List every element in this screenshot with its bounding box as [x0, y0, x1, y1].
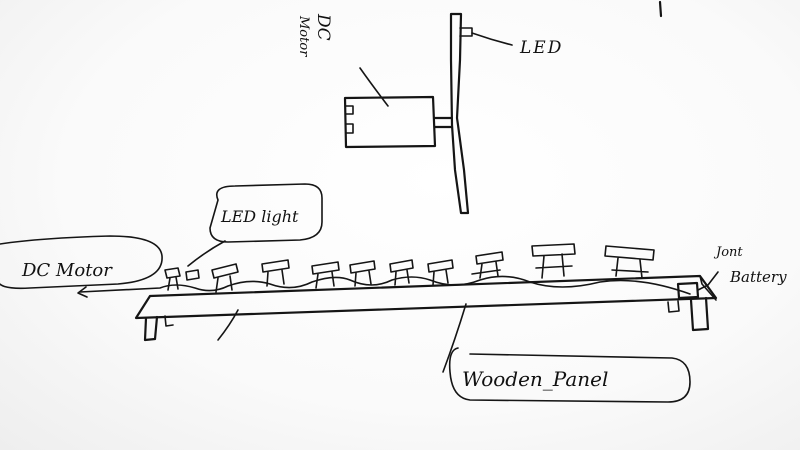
led-bulb [604, 245, 655, 279]
led-bulb [427, 259, 454, 286]
led-light-callout: LED light [187, 183, 323, 267]
led-bulb [349, 260, 376, 287]
dc-motor-top-label-group: DC Motor [296, 13, 333, 57]
wooden-panel-label: Wooden_Panel [462, 367, 608, 391]
motor-terminal-top [345, 105, 354, 115]
motor-terminal-bottom [345, 123, 354, 134]
dc-motor-body-top [343, 95, 437, 149]
wooden-panel-leader [442, 303, 467, 373]
stray-pointer-line [217, 309, 239, 341]
led-light-bubble-outline [209, 183, 323, 243]
top-motor-assembly [343, 12, 513, 215]
wooden-panel-board-edge [699, 275, 717, 301]
led-top-label: LED [519, 38, 563, 58]
led-bulb [311, 261, 340, 289]
led-leader-line [471, 32, 513, 46]
battery-leader [697, 271, 719, 291]
led-bulb [471, 251, 504, 279]
battery-scribble-label: Jont [713, 245, 743, 260]
led-bulb [389, 259, 414, 286]
battery-label: Battery [729, 268, 787, 286]
right-leg [689, 296, 710, 332]
stray-ink-mark [658, 0, 663, 18]
led-bulb [164, 267, 200, 291]
led-on-panel [459, 27, 473, 37]
left-leg-inner [164, 315, 174, 327]
rotating-panel [449, 12, 470, 215]
battery-box [676, 281, 700, 300]
dc-motor-left-label: DC Motor [21, 260, 113, 281]
left-leg [143, 315, 159, 342]
led-light-label: LED light [220, 207, 299, 226]
led-bulb [531, 243, 576, 279]
led-bulb [211, 263, 239, 293]
wooden-panel-bubble-outline [448, 347, 691, 403]
led-light-leader [187, 240, 226, 267]
wooden-panel-board [134, 274, 718, 320]
dc-motor-left-callout: DC Motor [0, 235, 163, 290]
led-row [164, 243, 655, 293]
led-bulb [261, 259, 290, 287]
dc-motor-top-label-2: Motor [296, 15, 311, 57]
led-wire [79, 275, 691, 295]
wire-arrow-head [77, 286, 88, 298]
dc-motor-left-bubble-outline [0, 235, 163, 290]
motor-leader-line [359, 67, 389, 107]
right-leg-inner [667, 300, 680, 313]
dc-motor-top-label-1: DC [313, 13, 333, 41]
wooden-panel-assembly [77, 243, 719, 373]
motor-shaft [433, 116, 454, 129]
wooden-panel-callout: Wooden_Panel [448, 347, 691, 403]
